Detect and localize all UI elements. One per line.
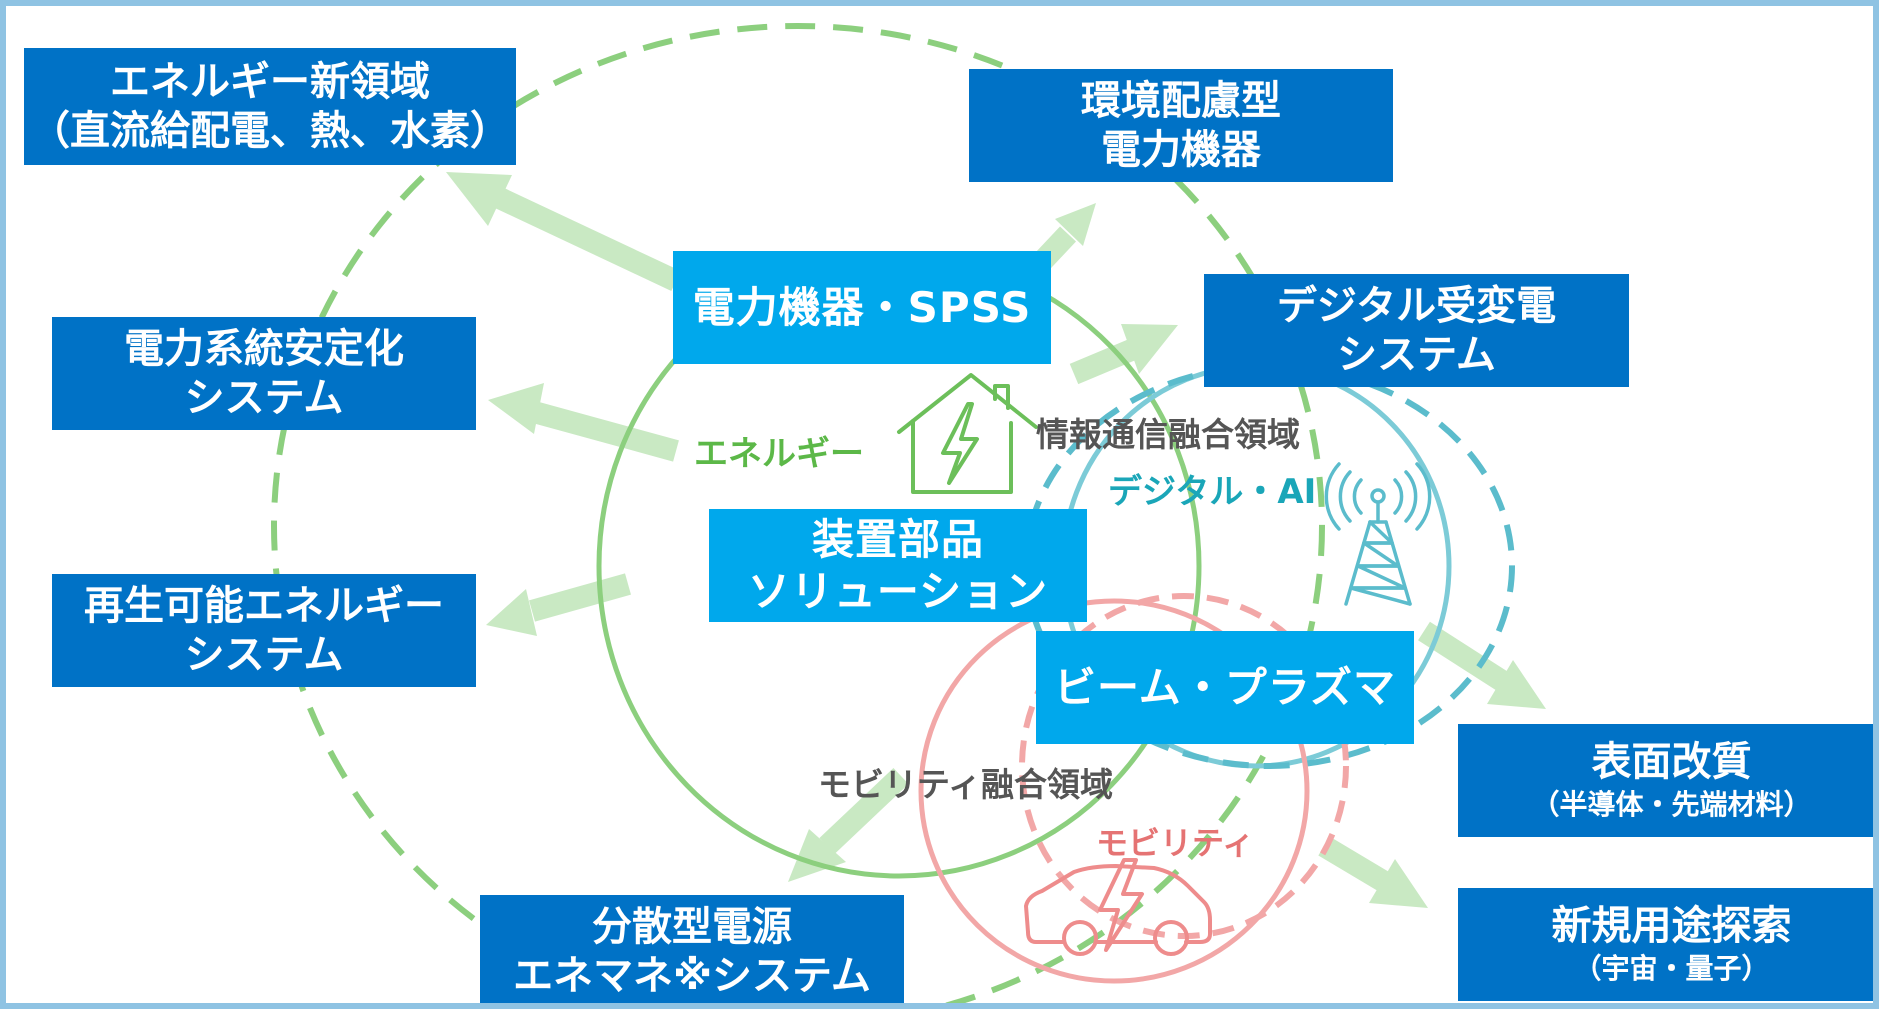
surface-modification-box: 表面改質 （半導体・先端材料） [1458,724,1873,837]
new-applications-line2: （宇宙・量子） [1573,951,1770,985]
electric-car-icon [1024,858,1212,956]
grid-stabilization-box: 電力系統安定化 システム [52,317,476,430]
power-equipment-spss-label: 電力機器・SPSS [692,282,1032,332]
arrow-to-new-applications [1318,836,1428,908]
digital-substation-line1: デジタル受変電 [1276,282,1557,329]
renewable-energy-box: 再生可能エネルギー システム [52,574,476,687]
grid-stabilization-line2: システム [184,374,344,421]
diagram-graphics [271,23,1546,1003]
energy-new-area-line1: エネルギー新領域 [110,58,430,105]
house-lightning-icon [897,373,1038,494]
mobility-circle-solid [918,598,1310,984]
device-parts-line1: 装置部品 [811,515,984,565]
arrow-to-grid-stabilization [488,383,679,462]
arrow-to-distributed-power [788,768,909,882]
beam-plasma-box: ビーム・プラズマ [1036,631,1414,744]
arrow-to-digital-substation [1069,324,1178,385]
energy-new-area-line2: （直流給配電、熱、水素） [30,107,510,154]
digital-substation-box: デジタル受変電 システム [1204,274,1629,387]
beam-plasma-label: ビーム・プラズマ [1054,662,1396,712]
eco-power-equipment-line1: 環境配慮型 [1081,77,1281,124]
power-equipment-spss-box: 電力機器・SPSS [673,251,1051,364]
eco-power-equipment-line2: 電力機器 [1101,126,1261,173]
distributed-power-line2: エネマネ※システム [513,952,871,999]
distributed-power-line1: 分散型電源 [592,903,792,950]
grid-stabilization-line1: 電力系統安定化 [124,325,404,372]
mobility-circle-dashed [1019,593,1349,939]
energy-new-area-box: エネルギー新領域 （直流給配電、熱、水素） [24,48,516,165]
device-parts-line2: ソリューション [747,566,1049,616]
new-applications-box: 新規用途探索 （宇宙・量子） [1458,888,1873,1001]
eco-power-equipment-box: 環境配慮型 電力機器 [969,69,1393,182]
new-applications-line1: 新規用途探索 [1551,902,1792,949]
renewable-energy-line2: システム [184,631,344,678]
digital-ai-label: デジタル・AI [1108,472,1317,512]
outer-dashed-circle [271,23,1325,1003]
arrow-to-surface-modification [1418,621,1546,709]
mobility-fusion-label: モビリティ融合領域 [818,765,1114,804]
renewable-energy-line1: 再生可能エネルギー [84,582,444,629]
mobility-label: モビリティ [1096,824,1255,862]
radio-tower-icon [1324,462,1432,606]
ict-fusion-label: 情報通信融合領域 [1036,415,1300,454]
arrow-to-renewable-energy [486,573,631,636]
digital-substation-line2: システム [1337,331,1496,378]
surface-modification-line1: 表面改質 [1591,738,1752,785]
arrow-to-energy-new-area [446,172,681,291]
energy-label: エネルギー [694,434,864,474]
device-parts-box: 装置部品 ソリューション [709,509,1087,622]
distributed-power-box: 分散型電源 エネマネ※システム [480,895,904,1003]
surface-modification-line2: （半導体・先端材料） [1531,787,1812,821]
